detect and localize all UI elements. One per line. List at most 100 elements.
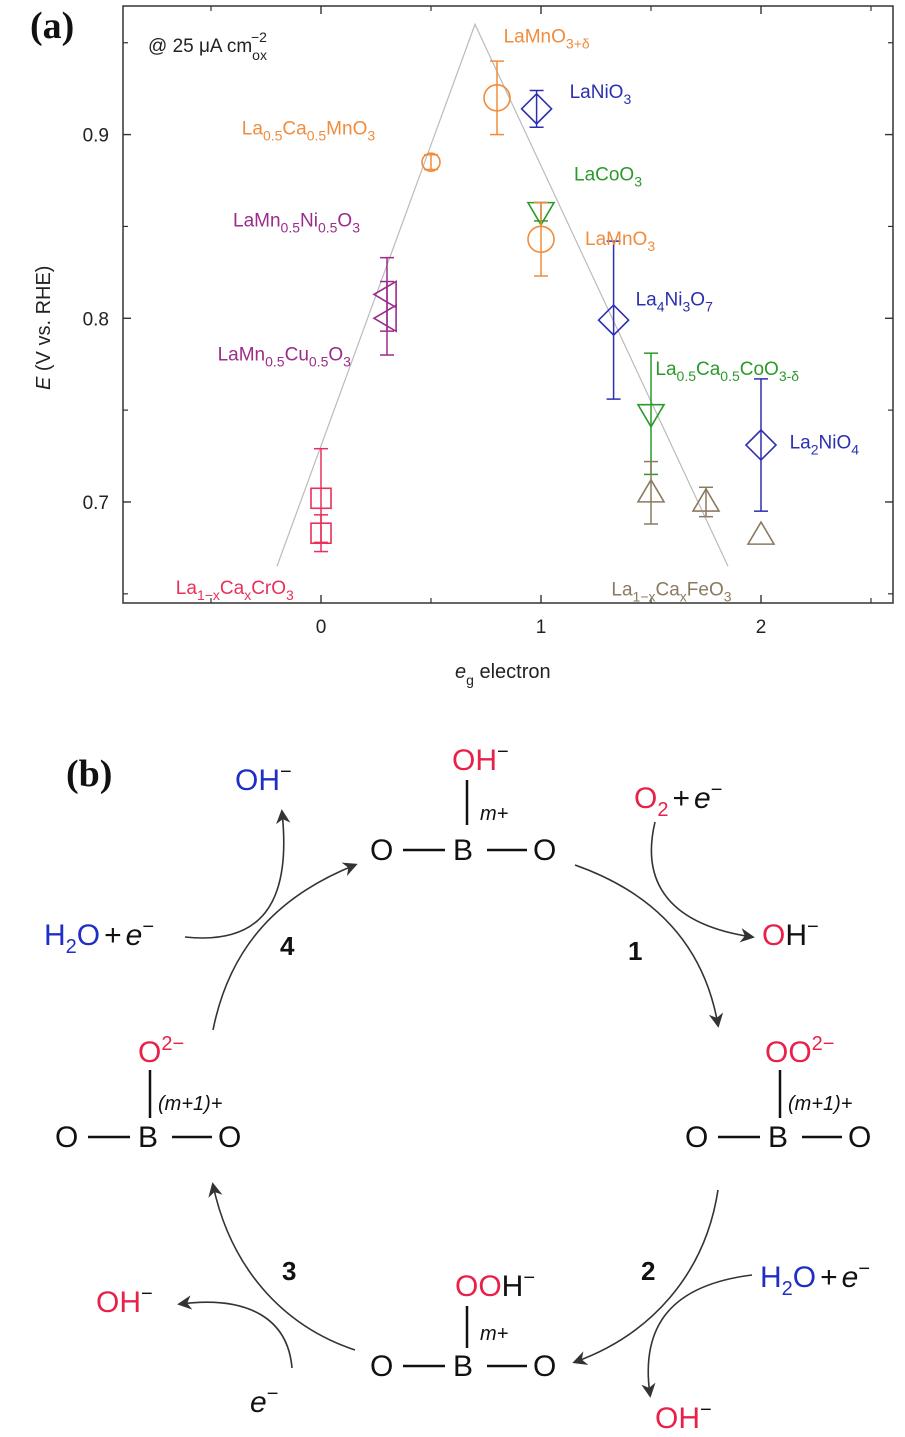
step-3: 3 [282, 1256, 296, 1286]
data-point-8 [527, 201, 555, 277]
right-oxidation: (m+1)+ [788, 1093, 852, 1115]
top-ligand: OH− [452, 741, 509, 777]
arrow-step-1 [574, 864, 724, 1028]
label-lamncu-part-4: O [328, 345, 343, 366]
label-lacaco-part-2: Ca [696, 359, 721, 380]
bottom-b: B [453, 1350, 473, 1383]
top-ligand-red: OH [452, 744, 497, 777]
x-tick-label-1: 1 [536, 617, 547, 638]
label-la2nio4-part-3: 4 [851, 442, 859, 458]
x-tick-label-0: 0 [316, 617, 327, 638]
label-la4ni3o7-part-1: 4 [657, 298, 665, 314]
panel-a-label: (a) [30, 5, 75, 47]
condition-sup: −2 [251, 29, 267, 45]
marker-triangle-up-11 [636, 478, 666, 503]
top-ligand-charge: − [497, 741, 509, 763]
oh-out-2-text: OH [655, 1402, 700, 1435]
label-lamnni-part-4: O [337, 210, 352, 231]
label-lacoo3-part-1: 3 [634, 174, 642, 190]
x-axis-label-rest: electron [474, 661, 551, 683]
h2o-4-e: e [126, 919, 143, 952]
trend-line [276, 22, 729, 567]
label-la4ni3o7-part-4: O [690, 289, 705, 310]
data-point-4 [421, 152, 441, 172]
oh-out-1-charge: − [807, 916, 819, 938]
species-h2o-e-2: H2O+e− [760, 1258, 870, 1300]
data-point-5 [483, 60, 511, 136]
label-lacrO3: La1−xCaxCrO3 [176, 578, 294, 603]
label-lacaco-part-0: La [655, 359, 677, 380]
left-o-right: O [218, 1121, 241, 1154]
label-lacamn-part-0: La [242, 119, 264, 140]
label-lamnni-part-0: LaMn [233, 210, 281, 231]
right-o-right: O [848, 1121, 871, 1154]
h2o-2-sub: 2 [782, 1278, 793, 1300]
left-oxidation: (m+1)+ [158, 1093, 222, 1115]
y-tick-label-0: 0.7 [83, 493, 109, 514]
label-lamncu: LaMn0.5Cu0.5O3 [218, 345, 352, 370]
label-lafeo3-part-3: x [680, 589, 687, 605]
top-o-right: O [533, 834, 556, 867]
marker-circle-4 [421, 152, 441, 172]
e-in-3-e: e [250, 1386, 267, 1419]
o2-o: O [634, 782, 657, 815]
marker-square-0 [310, 487, 332, 510]
label-lacaco-part-5: 3-δ [779, 368, 799, 384]
bottom-ligand-rest: H [502, 1270, 524, 1303]
h2o-2-o: O [793, 1261, 816, 1294]
label-lamnni: LaMn0.5Ni0.5O3 [233, 210, 360, 235]
y-tick-label-2: 0.9 [83, 126, 109, 147]
arrow-h2o-in-step4 [184, 809, 291, 939]
oh-out-1-o: O [762, 919, 785, 952]
x-axis-label-e: e [455, 661, 466, 683]
o2-plus: + [672, 782, 690, 815]
label-lacamn-part-1: 0.5 [263, 128, 283, 144]
label-lacrO3-part-0: La [176, 578, 198, 599]
left-ligand-charge: 2− [161, 1033, 184, 1055]
oh-out-1-h: H [785, 919, 807, 952]
h2o-4-sub: 2 [66, 936, 77, 958]
step-2: 2 [641, 1256, 655, 1286]
condition-sub: ox [252, 47, 267, 63]
species-e-in-3: e− [250, 1383, 278, 1419]
marker-triangle-left-3 [372, 303, 397, 333]
condition-main: @ 25 μA cm [148, 36, 252, 57]
top-oxidation: m+ [480, 803, 508, 825]
label-la4ni3o7-part-5: 7 [705, 298, 713, 314]
y-tick-label-1: 0.8 [83, 309, 109, 330]
annotations: La1−xCaxCrO3 LaMn0.5Cu0.5O3 LaMn0.5Ni0.5O3… [176, 27, 859, 605]
species-oh-out-3: OH− [96, 1283, 153, 1319]
bottom-ligand: OOH− [455, 1267, 535, 1303]
right-o-left: O [685, 1121, 708, 1154]
label-lacrO3-part-4: CrO [251, 578, 286, 599]
intermediate-right-oo: OO2− (m+1)+ O B O [685, 1033, 871, 1154]
label-la4ni3o7-part-3: 3 [682, 298, 690, 314]
species-h2o-e-4: H2O+e− [44, 916, 154, 958]
marker-circle-8 [527, 225, 555, 254]
marker-square-1 [310, 522, 332, 544]
data-point-12 [691, 486, 721, 518]
label-lamncu-part-2: Cu [285, 345, 309, 366]
species-o2-e: O2+e− [634, 779, 722, 821]
o2-e-charge: − [711, 779, 723, 801]
arrow-step-2 [572, 1189, 719, 1365]
label-lamno3: LaMnO3 [585, 229, 655, 254]
oh-out-2-charge: − [700, 1399, 712, 1421]
marker-triangle-up-12 [691, 487, 721, 512]
label-lamncu-part-5: 3 [343, 354, 351, 370]
data-point-14 [746, 520, 776, 545]
o2-sub: 2 [657, 799, 668, 821]
label-lacoo3: LaCoO3 [574, 165, 642, 190]
label-lafeo3: La1−xCaxFeO3 [611, 580, 731, 605]
label-lacamn-part-5: 3 [367, 128, 375, 144]
label-lamncu-part-0: LaMn [218, 345, 266, 366]
marker-triangle-down-10 [636, 403, 666, 429]
species-oh-out-4: OH− [235, 761, 292, 797]
o2-e: e [694, 782, 711, 815]
label-la4ni3o7: La4Ni3O7 [636, 289, 713, 314]
label-lacaco: La0.5Ca0.5CoO3-δ [655, 359, 799, 384]
h2o-2-plus: + [820, 1261, 838, 1294]
plot-frame [122, 5, 894, 604]
volcano-trend-line [276, 22, 729, 567]
